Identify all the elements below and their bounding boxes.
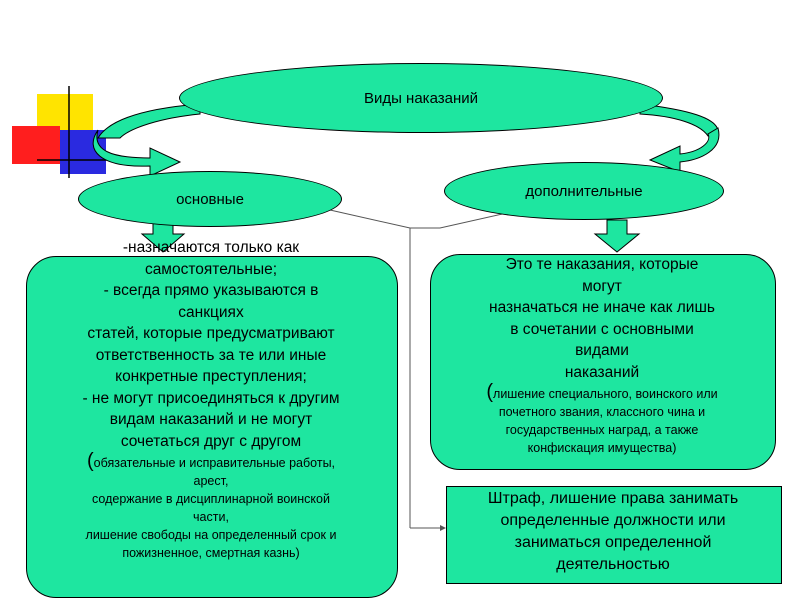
additional-line-6: наказаний: [430, 362, 774, 384]
node-main-punishments: основные: [78, 171, 342, 227]
main-note-line-6: пожизненное, смертная казнь): [22, 544, 400, 562]
deco-red-square: [12, 126, 60, 164]
main-line-3: - всегда прямо указываются в: [22, 280, 400, 302]
additional-line-5: видами: [430, 340, 774, 362]
main-line-2: самостоятельные;: [22, 259, 400, 281]
main-note-line-4: части,: [22, 508, 400, 526]
curved-arrow-band: [98, 104, 200, 138]
top-node-label: Виды наказаний: [364, 90, 478, 107]
main-line-9: видам наказаний и не могут: [22, 409, 400, 431]
fine-line-2: определенные должности или: [446, 510, 780, 532]
additional-line-4: в сочетании с основными: [430, 319, 774, 341]
main-note-line-3: содержание в дисциплинарной воинской: [22, 490, 400, 508]
additional-note-line-2: почетного звания, классного чина и: [430, 403, 774, 421]
curved-arrow-band-right: [640, 104, 718, 136]
additional-line-2: могут: [430, 276, 774, 298]
main-line-10: сочетаться друг с другом: [22, 431, 400, 453]
main-line-7: конкретные преступления;: [22, 366, 400, 388]
main-note-line-5: лишение свободы на определенный срок и: [22, 526, 400, 544]
main-line-8: - не могут присоединяться к другим: [22, 388, 400, 410]
fine-line-1: Штраф, лишение права занимать: [446, 488, 780, 510]
node-additional-label: дополнительные: [525, 183, 642, 200]
main-line-4: санкциях: [22, 302, 400, 324]
node-additional-punishments: дополнительные: [444, 162, 724, 220]
additional-note-line-1: (лишение специального, воинского или: [430, 383, 774, 403]
additional-punishments-text: Это те наказания, которые могут назначат…: [430, 254, 774, 457]
main-note-line-1: (обязательные и исправительные работы,: [22, 452, 400, 472]
fine-and-deprivation-text: Штраф, лишение права занимать определенн…: [446, 488, 780, 576]
main-line-6: ответственность за те или иные: [22, 345, 400, 367]
main-line-1: -назначаются только как: [22, 237, 400, 259]
fine-line-4: деятельностью: [446, 554, 780, 576]
main-note-paren: (: [87, 450, 94, 472]
main-note-text-1: обязательные и исправительные работы,: [94, 456, 335, 470]
main-punishments-text: -назначаются только как самостоятельные;…: [22, 237, 400, 562]
right-down-arrow: [595, 220, 639, 252]
right-curved-arrow: [650, 128, 719, 172]
main-note-line-2: арест,: [22, 472, 400, 490]
top-node-types-of-punishment: Виды наказаний: [179, 63, 663, 133]
additional-note-line-4: конфискация имущества): [430, 439, 774, 457]
fine-line-3: заниматься определенной: [446, 532, 780, 554]
additional-note-line-3: государственных наград, а также: [430, 421, 774, 439]
additional-note-text-1: лишение специального, воинского или: [493, 387, 718, 401]
node-main-label: основные: [176, 191, 244, 208]
additional-line-3: назначаться не иначе как лишь: [430, 297, 774, 319]
additional-line-1: Это те наказания, которые: [430, 254, 774, 276]
main-line-5: статей, которые предусматривают: [22, 323, 400, 345]
